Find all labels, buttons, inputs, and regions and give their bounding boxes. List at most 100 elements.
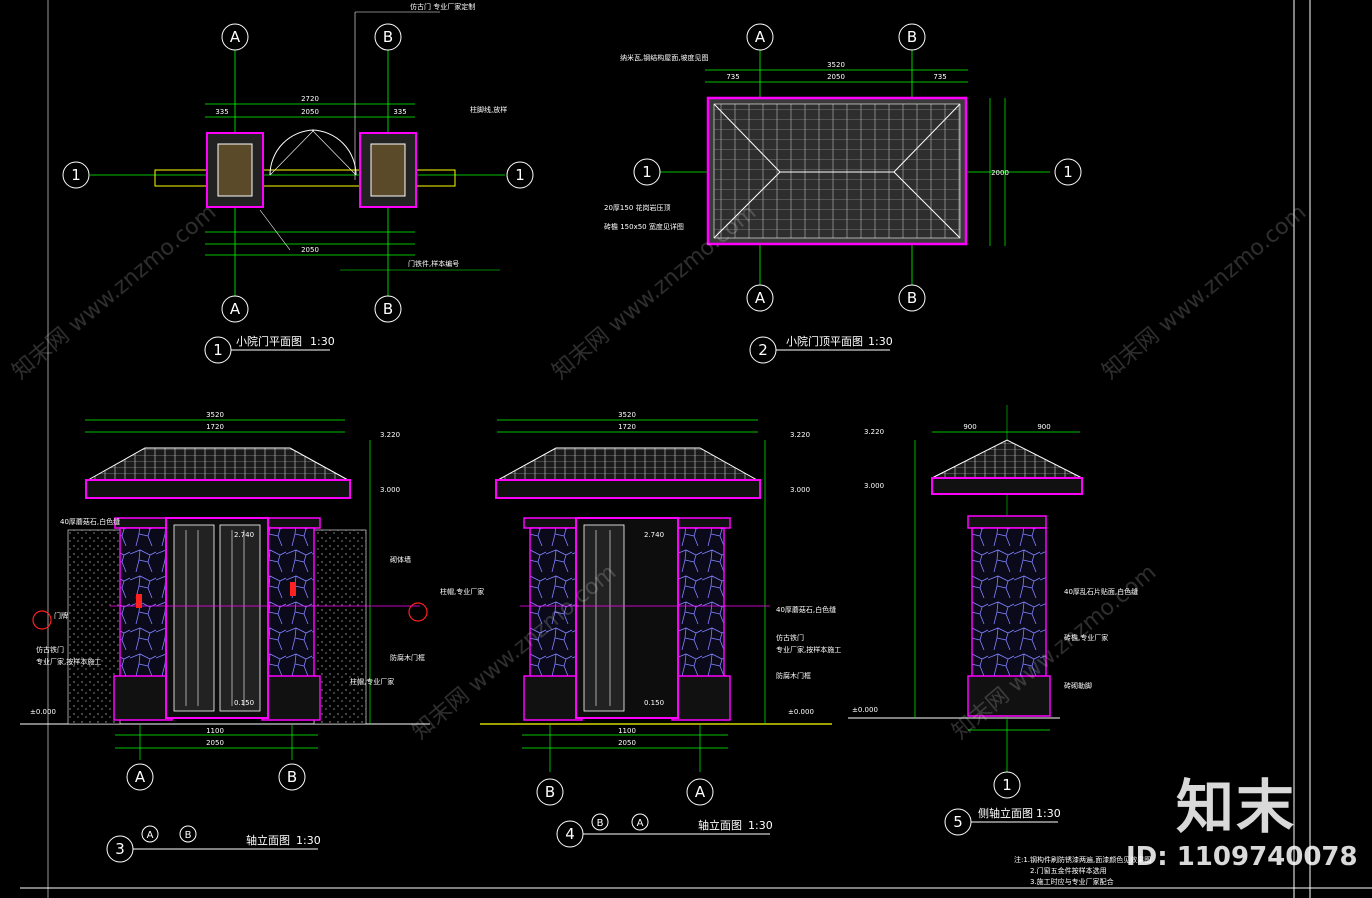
level-text: ±0.000 xyxy=(852,706,878,714)
footnote: 注:1.钢构件刷防锈漆两遍,面漆颜色见效果图 xyxy=(1014,855,1151,864)
dim-text: 335 xyxy=(393,108,406,116)
axis-label: B xyxy=(545,783,555,801)
level-text: 0.150 xyxy=(234,699,254,707)
axis-label: B xyxy=(383,28,393,46)
dim-text: 2000 xyxy=(991,169,1009,177)
level-text: 3.220 xyxy=(864,428,884,436)
dim-text: 2050 xyxy=(827,73,845,81)
watermark-id: ID: 1109740078 xyxy=(1126,842,1358,872)
note: 纳米瓦,钢结构屋面,坡度见图 xyxy=(620,53,708,62)
axis-label: A xyxy=(755,28,766,46)
note: 防腐木门框 xyxy=(390,653,425,662)
dim-text: 735 xyxy=(726,73,739,81)
footnote: 2.门窗五金件按样本选用 xyxy=(1030,866,1107,875)
view-number: 1 xyxy=(213,341,223,359)
level-text: 0.150 xyxy=(644,699,664,707)
note: 专业厂家,按样本施工 xyxy=(776,645,841,654)
note: 门牌 xyxy=(54,611,68,620)
view-scale: 1:30 xyxy=(748,819,773,832)
axis-label: B xyxy=(907,28,917,46)
axis-label: A xyxy=(695,783,706,801)
watermark-text: 知末网 www.znzmo.com xyxy=(8,200,221,385)
footnote: 3.施工时应与专业厂家配合 xyxy=(1030,877,1114,886)
view-title: 轴立面图 xyxy=(698,818,742,832)
dim-text: 3520 xyxy=(206,411,224,419)
dim-text: 2050 xyxy=(206,739,224,747)
note: 40厚蘑菇石,白色缝 xyxy=(776,605,836,614)
note: 砖檐 150x50 宽度见详图 xyxy=(604,222,684,231)
axis-ref: A xyxy=(637,818,644,829)
view-number: 2 xyxy=(758,341,768,359)
axis-ref: B xyxy=(597,818,604,829)
axis-label: 1 xyxy=(1063,163,1073,181)
view-title: 轴立面图 xyxy=(246,833,290,847)
view-scale: 1:30 xyxy=(1036,807,1061,820)
view-scale: 1:30 xyxy=(310,335,335,348)
dim-text: 335 xyxy=(215,108,228,116)
dim-text: 1720 xyxy=(618,423,636,431)
axis-label: B xyxy=(287,768,297,786)
note: 20厚150 花岗岩压顶 xyxy=(604,203,671,212)
dim-text: 2050 xyxy=(618,739,636,747)
dim-text: 1100 xyxy=(206,727,224,735)
note: 砖砌勒脚 xyxy=(1064,681,1092,690)
watermark-brand: 知末 xyxy=(1176,773,1297,841)
level-text: 2.740 xyxy=(644,531,664,539)
view-title: 小院门平面图 xyxy=(236,334,302,348)
note: 仿古门 专业厂家定制 xyxy=(410,2,475,11)
view-number: 5 xyxy=(953,813,963,831)
axis-label: 1 xyxy=(71,166,81,184)
view-scale: 1:30 xyxy=(296,834,321,847)
dim-text: 2720 xyxy=(301,95,319,103)
axis-label: B xyxy=(907,289,917,307)
note: 40厚蘑菇石,白色缝 xyxy=(60,517,120,526)
watermark-text: 知末网 www.znzmo.com xyxy=(948,560,1161,745)
level-text: ±0.000 xyxy=(30,708,56,716)
dim-text: 3520 xyxy=(827,61,845,69)
level-text: 3.000 xyxy=(790,486,810,494)
watermark-text: 知末网 www.znzmo.com xyxy=(1098,200,1311,385)
view-title: 小院门顶平面图 xyxy=(786,334,863,348)
level-text: 3.000 xyxy=(864,482,884,490)
dim-text: 1720 xyxy=(206,423,224,431)
level-text: 3.000 xyxy=(380,486,400,494)
note: 仿古铁门 xyxy=(776,633,804,642)
axis-label: A xyxy=(135,768,146,786)
level-text: 3.220 xyxy=(790,431,810,439)
view-scale: 1:30 xyxy=(868,335,893,348)
dim-text: 1100 xyxy=(618,727,636,735)
level-text: 3.220 xyxy=(380,431,400,439)
axis-label: B xyxy=(383,300,393,318)
dim-text: 900 xyxy=(1037,423,1050,431)
axis-label: 1 xyxy=(1002,776,1012,794)
note: 专业厂家,按样本施工 xyxy=(36,657,101,666)
axis-label: 1 xyxy=(515,166,525,184)
note: 仿古铁门 xyxy=(36,645,64,654)
note: 砖檐,专业厂家 xyxy=(1064,633,1108,642)
view-side-elevation xyxy=(848,405,1083,772)
view-elevation-b-a xyxy=(480,419,832,772)
axis-label: 1 xyxy=(642,163,652,181)
dim-text: 900 xyxy=(963,423,976,431)
note: 柱帽,专业厂家 xyxy=(440,587,484,596)
view-elevation-a-b xyxy=(20,419,430,760)
axis-ref: B xyxy=(185,830,192,841)
view-title: 侧轴立面图 xyxy=(978,806,1033,820)
axis-ref: A xyxy=(147,830,154,841)
note: 40厚乱石片贴面,白色缝 xyxy=(1064,587,1138,596)
note: 柱帽,专业厂家 xyxy=(350,677,394,686)
dim-text: 2050 xyxy=(301,246,319,254)
view-plan xyxy=(90,11,505,296)
note: 砌体墙 xyxy=(390,555,411,564)
axis-label: A xyxy=(755,289,766,307)
view-roof-plan xyxy=(660,50,1050,285)
note: 防腐木门框 xyxy=(776,671,811,680)
note: 门铁件,样本编号 xyxy=(408,259,459,268)
level-text: 2.740 xyxy=(234,531,254,539)
axis-label: A xyxy=(230,300,241,318)
level-text: ±0.000 xyxy=(788,708,814,716)
view-number: 4 xyxy=(565,825,575,843)
dim-text: 2050 xyxy=(301,108,319,116)
